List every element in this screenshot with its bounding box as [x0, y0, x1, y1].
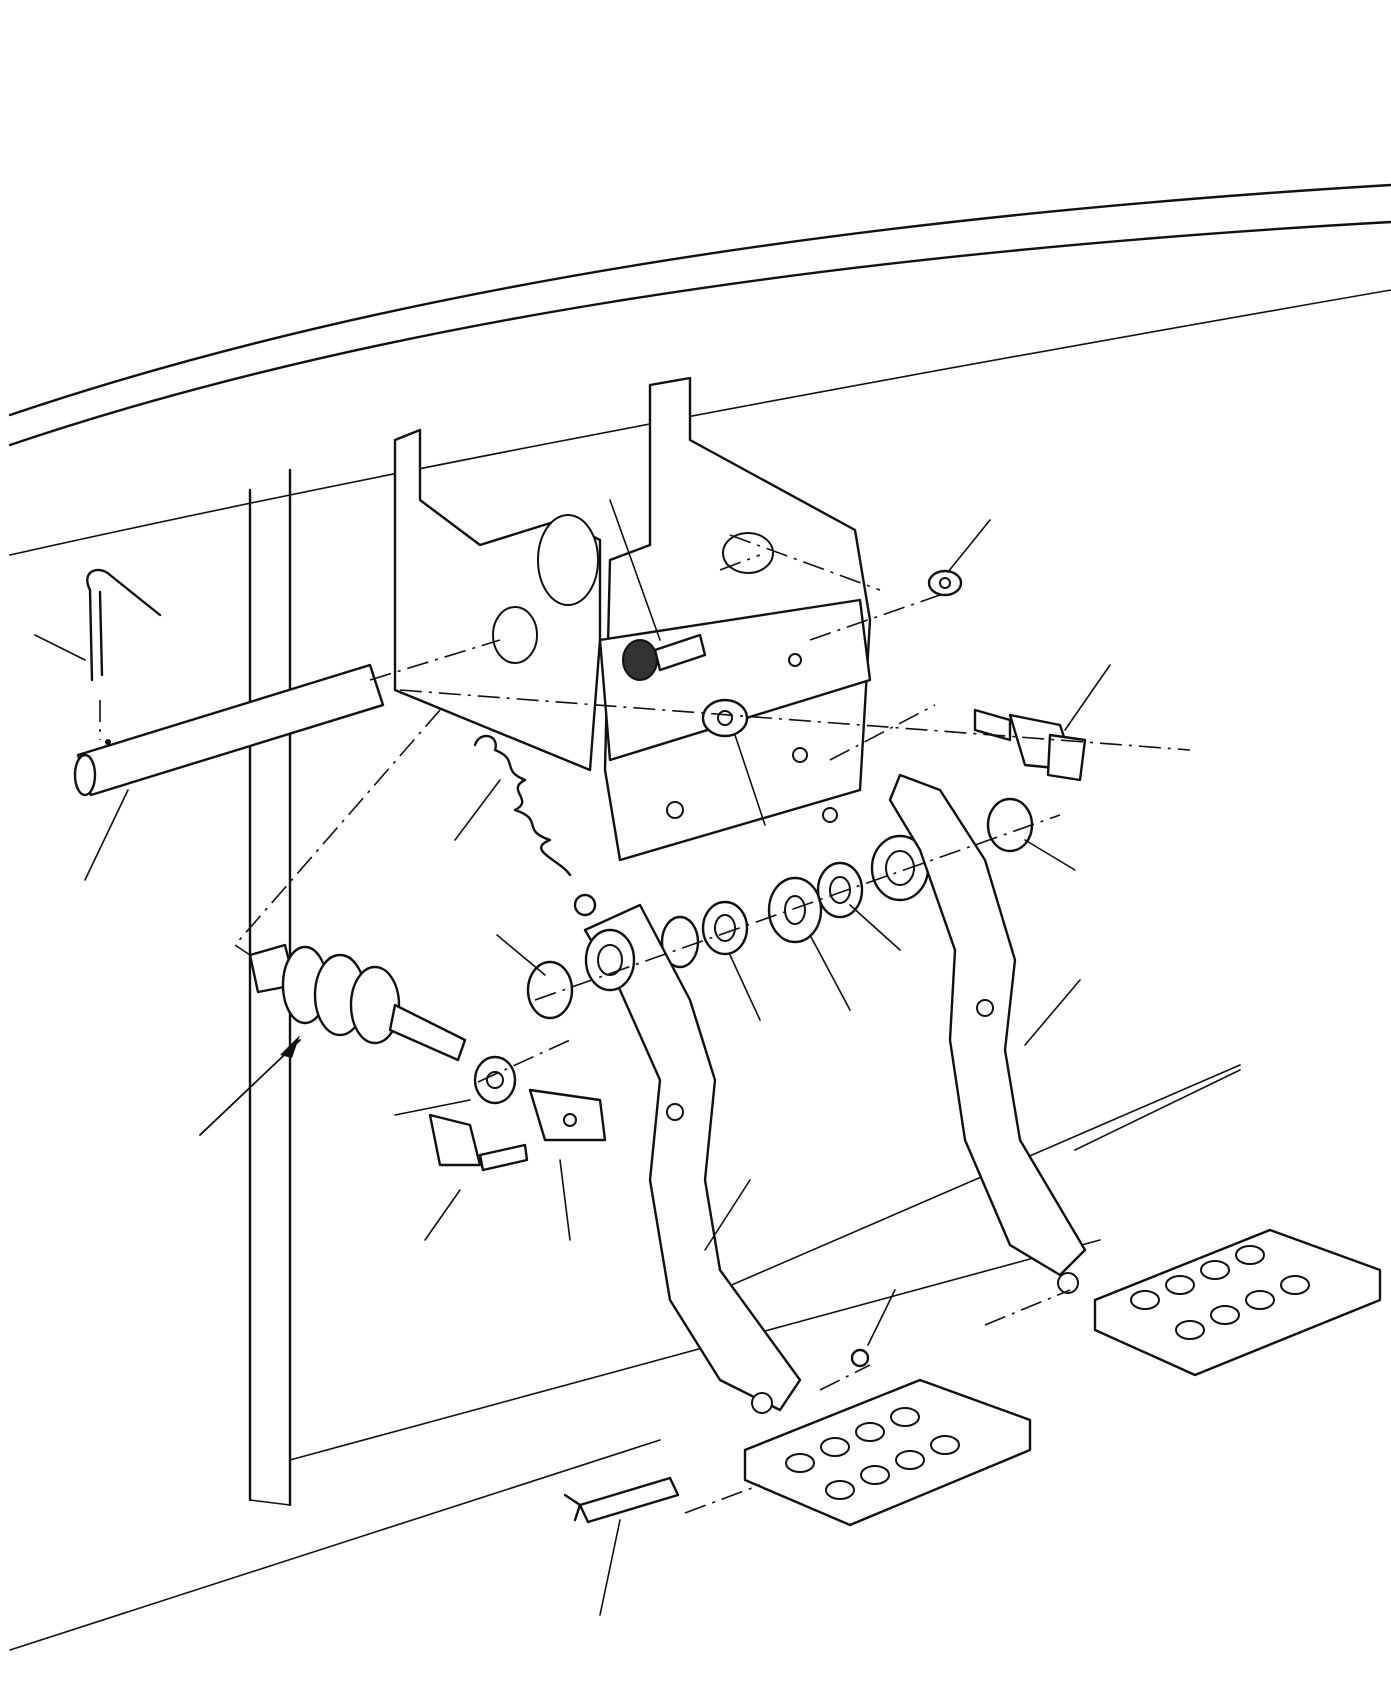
pedal-pad-right — [1093, 1228, 1382, 1377]
washer — [767, 876, 823, 944]
pedal-mounting-bracket — [393, 376, 872, 862]
stop-screw — [622, 633, 707, 681]
master-cylinder-boot — [248, 943, 467, 1062]
pad-left-dimples — [785, 1407, 960, 1500]
clevis-pin-clip — [428, 1113, 529, 1172]
pedal-right — [888, 773, 1087, 1294]
nut-upper — [927, 569, 963, 597]
pedal-left — [583, 903, 802, 1414]
pad-right-dimples — [1130, 1245, 1310, 1340]
circlip — [850, 1348, 870, 1368]
bushing-6 — [986, 797, 1034, 853]
cotter-pin — [86, 568, 162, 682]
indicator-arrow — [199, 1035, 301, 1136]
bushing-3 — [701, 900, 749, 956]
pivot-shaft — [73, 663, 385, 797]
bushing-1 — [526, 960, 574, 1020]
assembly-lines — [99, 534, 1191, 1514]
locknut — [473, 1055, 517, 1105]
pedal-pad-left — [743, 1378, 1032, 1527]
bushing-5 — [870, 834, 930, 902]
cab-outline — [8, 183, 1391, 1651]
return-spring — [473, 734, 597, 917]
stop-light-switch — [973, 708, 1087, 782]
nut-bracket — [701, 698, 749, 738]
leader-lines — [34, 499, 1241, 1616]
bushing-4 — [816, 861, 864, 919]
pedal-pin — [563, 1476, 680, 1524]
clevis — [528, 1088, 607, 1142]
